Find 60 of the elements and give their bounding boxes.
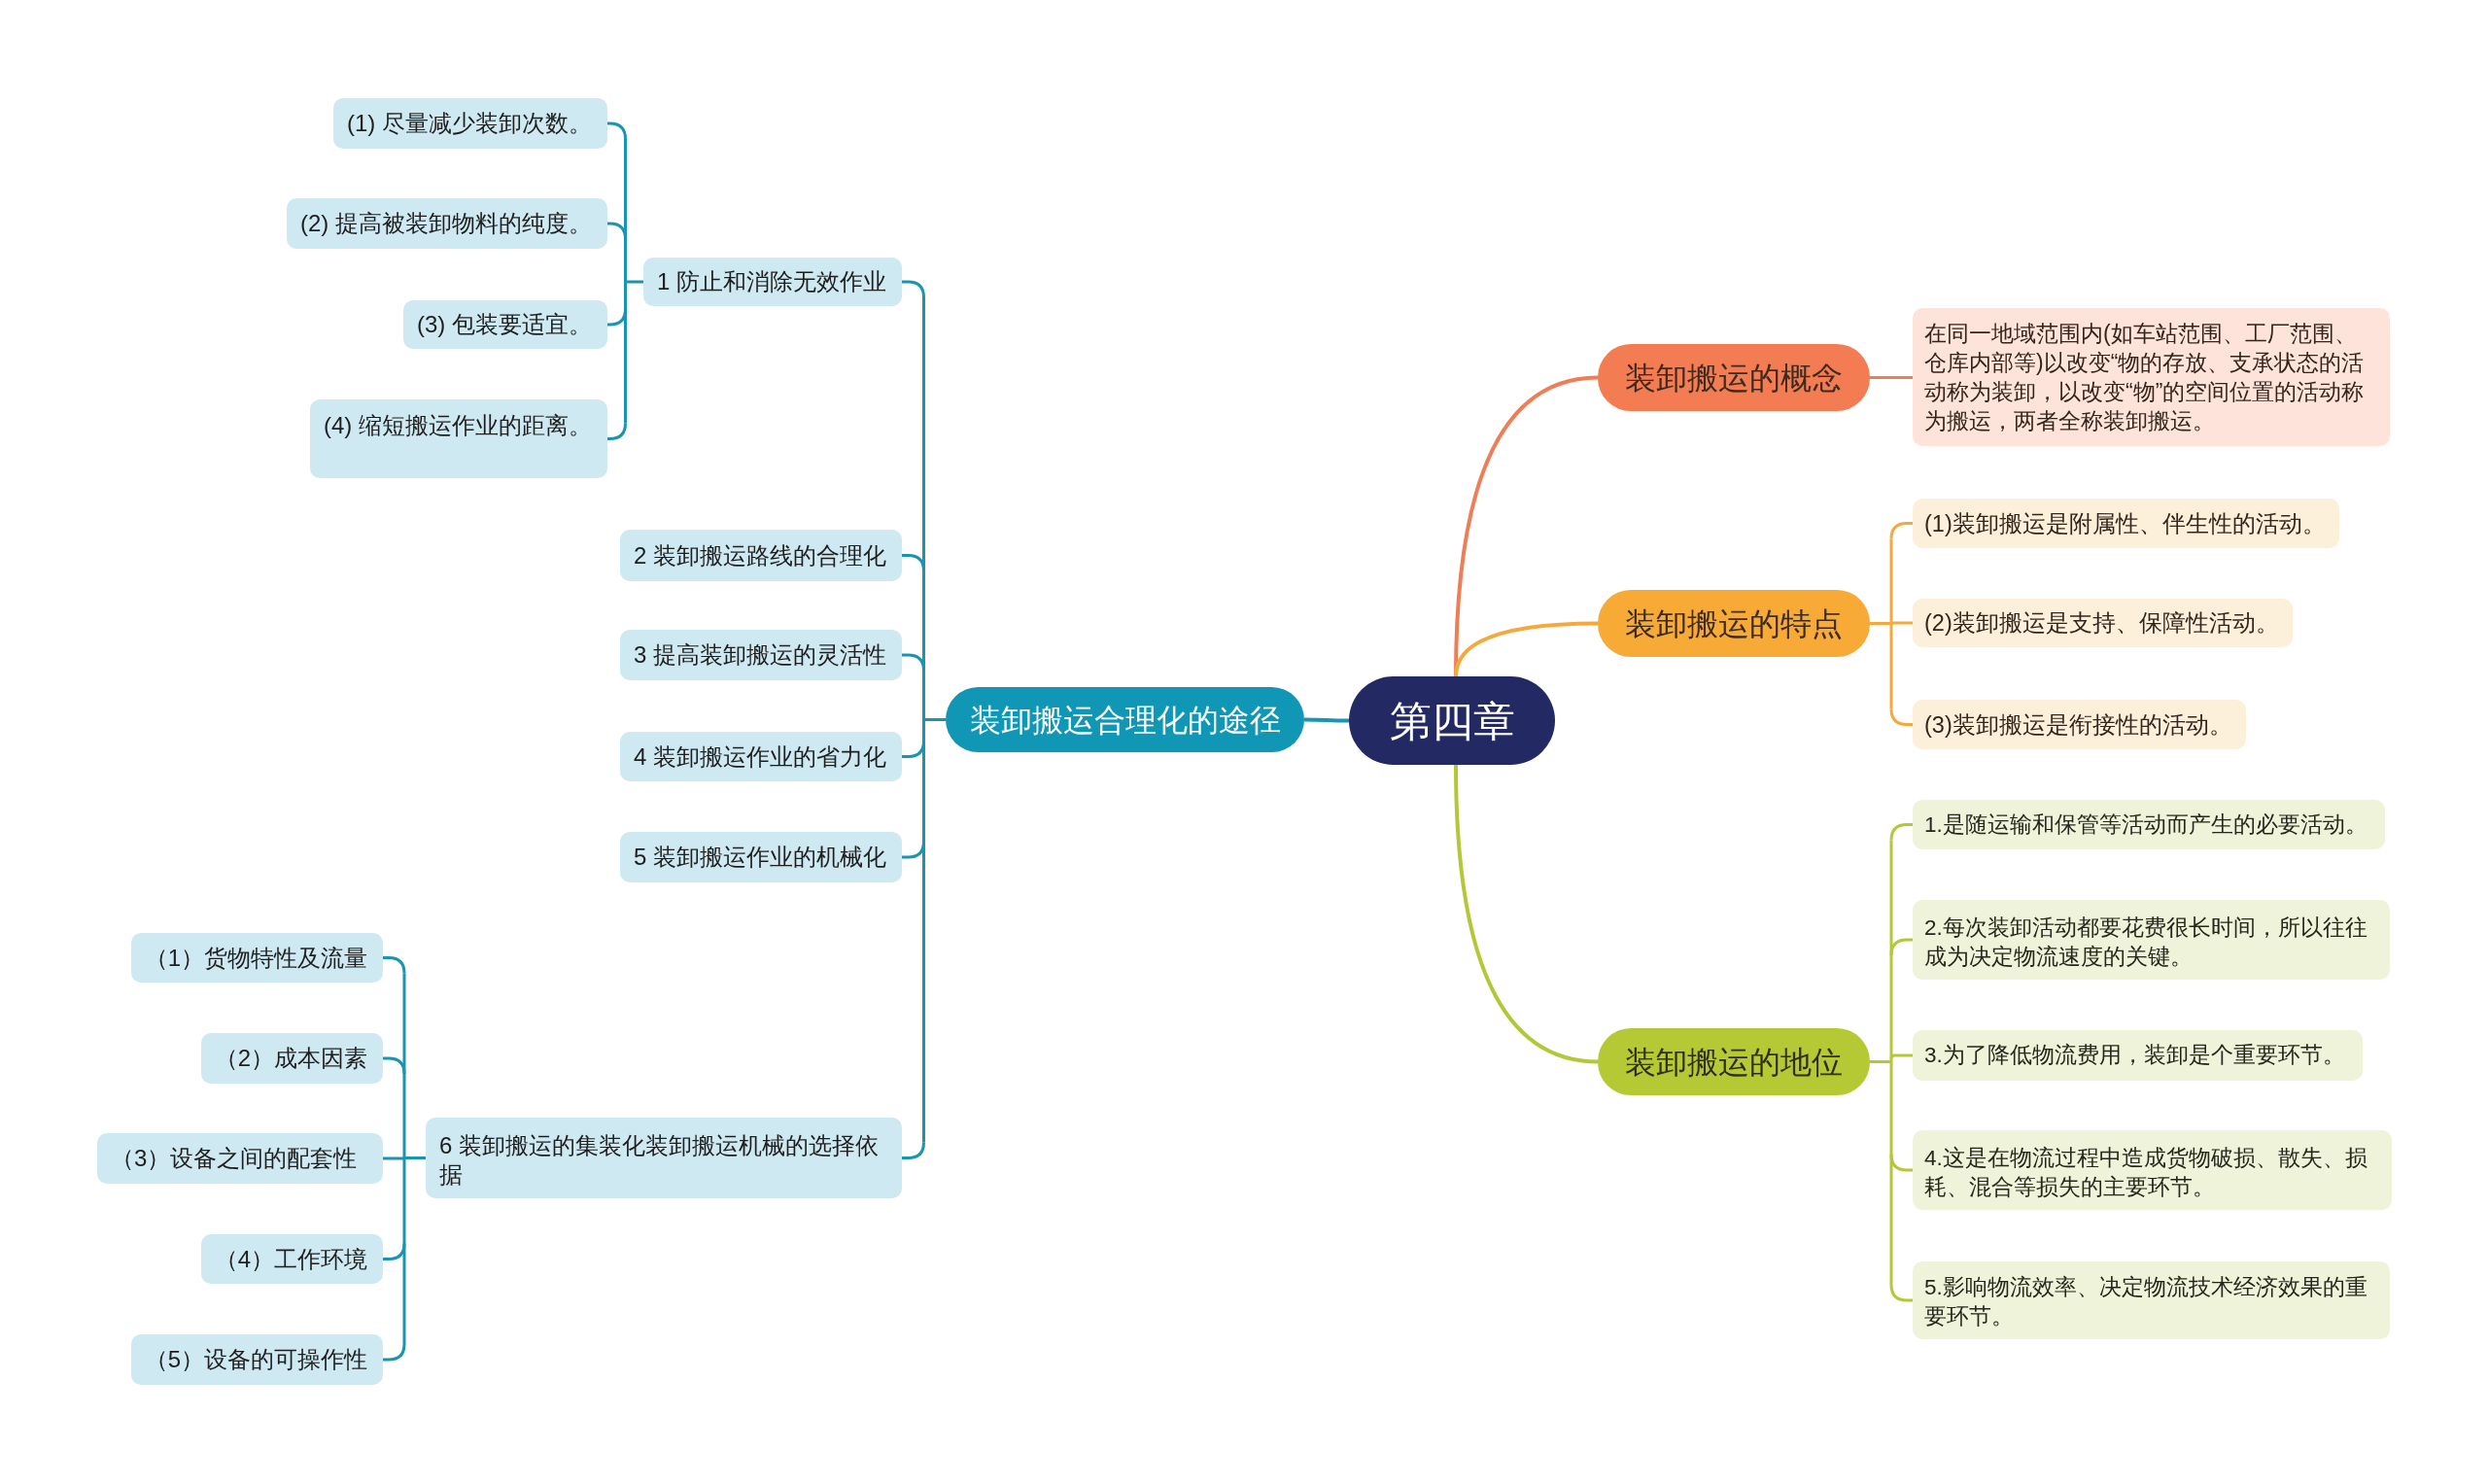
connector-line <box>1870 376 1913 379</box>
connector-line <box>1868 839 1893 1287</box>
subtopic-box: （1）货物特性及流量 <box>130 933 383 983</box>
connector-line <box>1889 823 1913 841</box>
connector-line <box>1889 1284 1913 1302</box>
connector-line <box>383 1243 406 1260</box>
connector-line <box>902 280 925 298</box>
subtopic-box: (1) 尽量减少装卸次数。 <box>333 98 607 149</box>
subtopic-box: （3）设备之间的配套性 <box>97 1133 383 1184</box>
connector-line <box>1454 621 1599 677</box>
subtopic-box: （5）设备的可操作性 <box>130 1334 383 1385</box>
connector-line <box>902 1142 925 1159</box>
connector-line <box>607 423 627 440</box>
subtopic-box: 5 装卸搬运作业的机械化 <box>620 832 902 882</box>
connector-line <box>1889 708 1913 726</box>
connector-line <box>383 1343 406 1362</box>
subtopic-box: (2)装卸搬运是支持、保障性活动。 <box>1913 599 2293 647</box>
connector-line <box>383 1056 406 1075</box>
connector-line <box>902 554 925 571</box>
subtopic-box: 1 防止和消除无效作业 <box>643 258 902 306</box>
connector-line <box>1889 1053 1913 1059</box>
subtopic-box: 3.为了降低物流费用，装卸是个重要环节。 <box>1913 1030 2363 1081</box>
connector-line <box>1889 1154 1913 1172</box>
branch-topic: 装卸搬运合理化的途径 <box>946 687 1304 752</box>
connector-line <box>402 972 428 1346</box>
connector-line <box>1889 938 1913 956</box>
connector-line <box>383 956 406 974</box>
subtopic-box: 2.每次装卸活动都要花费很长时间，所以往往成为决定物流速度的关键。 <box>1913 900 2390 980</box>
subtopic-box: （4）工作环境 <box>200 1234 383 1284</box>
subtopic-box: 6 装卸搬运的集装化装卸搬运机械的选择依据 <box>426 1118 902 1198</box>
subtopic-box: (4) 缩短搬运作业的距离。 <box>310 399 607 478</box>
central-topic: 第四章 <box>1349 676 1555 765</box>
subtopic-box: (2) 提高被装卸物料的纯度。 <box>287 198 607 249</box>
connector-line <box>607 222 627 240</box>
branch-topic: 装卸搬运的概念 <box>1598 344 1870 411</box>
connector-line <box>902 841 925 859</box>
connector-line <box>1889 522 1913 539</box>
subtopic-box: 5.影响物流效率、决定物流技术经济效果的重要环节。 <box>1913 1261 2390 1339</box>
subtopic-box: 2 装卸搬运路线的合理化 <box>620 530 902 581</box>
subtopic-box: (3)装卸搬运是衔接性的活动。 <box>1913 700 2246 749</box>
subtopic-box: 1.是随运输和保管等活动而产生的必要活动。 <box>1913 800 2385 849</box>
branch-topic: 装卸搬运的特点 <box>1598 590 1870 657</box>
branch-topic: 装卸搬运的地位 <box>1598 1028 1870 1095</box>
connector-line <box>922 295 948 1144</box>
connector-line <box>902 741 925 758</box>
subtopic-box: （2）成本因素 <box>200 1033 383 1084</box>
connector-line <box>607 308 627 327</box>
connector-line <box>1868 537 1893 710</box>
subtopic-box: (1)装卸搬运是附属性、伴生性的活动。 <box>1913 499 2339 548</box>
subtopic-box: 4.这是在物流过程中造成货物破损、散失、损耗、混合等损失的主要环节。 <box>1913 1130 2392 1210</box>
note-box: 在同一地域范围内(如车站范围、工厂范围、仓库内部等)以改变“物的存放、支承状态的活动称为装卸，以改变“物”的空间位置的活动称为搬运，两者全称装卸搬运。 <box>1913 308 2390 446</box>
connector-line <box>1891 621 1913 625</box>
subtopic-box: 4 装卸搬运作业的省力化 <box>620 732 902 781</box>
connector-line <box>607 121 627 140</box>
connector-line <box>1454 764 1599 1064</box>
subtopic-box: 3 提高装卸搬运的灵活性 <box>620 630 902 680</box>
subtopic-box: (3) 包装要适宜。 <box>403 300 607 349</box>
connector-line <box>902 653 925 672</box>
connector-line <box>1304 717 1349 723</box>
connector-line <box>383 1156 404 1160</box>
